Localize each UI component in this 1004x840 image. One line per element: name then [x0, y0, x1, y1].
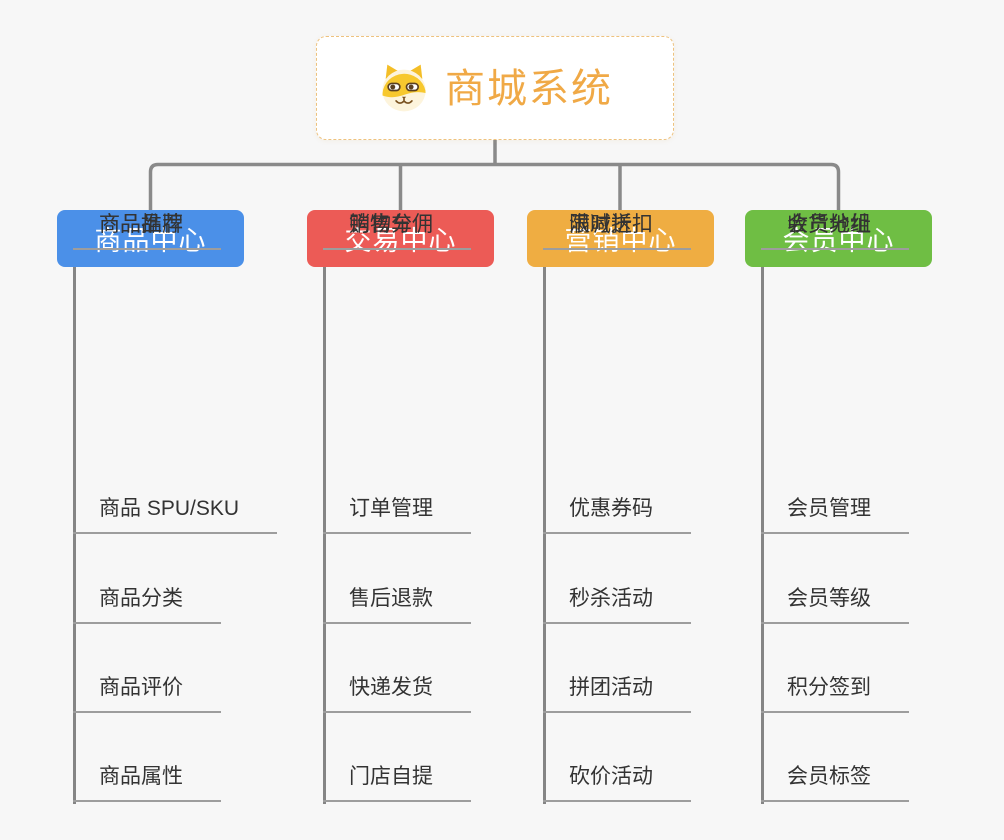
shiba-dog-icon	[382, 64, 426, 112]
leaf-item[interactable]: 销售分佣	[323, 210, 471, 250]
leaf-item[interactable]: 快递发货	[323, 673, 471, 713]
branch-trunk-line	[543, 267, 546, 804]
leaf-item[interactable]: 收货地址	[761, 210, 909, 250]
branch-node-marketing-center[interactable]: 营销中心	[527, 210, 714, 267]
leaf-item[interactable]: 满减送	[543, 210, 670, 250]
leaf-item[interactable]: 会员等级	[761, 584, 909, 624]
leaf-item[interactable]: 砍价活动	[543, 762, 691, 802]
leaf-item[interactable]: 会员标签	[761, 762, 909, 802]
root-title: 商城系统	[445, 67, 613, 111]
leaf-item[interactable]: 商品品牌	[73, 210, 221, 250]
branch-node-trade-center[interactable]: 交易中心	[307, 210, 494, 267]
branch-trunk-line	[761, 267, 764, 804]
leaf-item[interactable]: 拼团活动	[543, 673, 691, 713]
leaf-item[interactable]: 优惠券码	[543, 494, 691, 534]
leaf-item[interactable]: 商品属性	[73, 762, 221, 802]
branch-node-member-center[interactable]: 会员中心	[745, 210, 932, 267]
branch-trunk-line	[323, 267, 326, 804]
leaf-item[interactable]: 商品分类	[73, 584, 221, 624]
leaf-item[interactable]: 订单管理	[323, 494, 471, 534]
leaf-item[interactable]: 会员管理	[761, 494, 909, 534]
leaf-item[interactable]: 售后退款	[323, 584, 471, 624]
branch-node-product-center[interactable]: 商品中心	[57, 210, 244, 267]
root-node[interactable]: 商城系统	[316, 36, 674, 140]
leaf-item[interactable]: 商品评价	[73, 673, 221, 713]
leaf-item[interactable]: 秒杀活动	[543, 584, 691, 624]
leaf-item[interactable]: 商品 SPU/SKU	[73, 494, 278, 534]
leaf-item[interactable]: 积分签到	[761, 673, 909, 713]
leaf-item[interactable]: 门店自提	[323, 762, 471, 802]
branch-trunk-line	[73, 267, 76, 804]
